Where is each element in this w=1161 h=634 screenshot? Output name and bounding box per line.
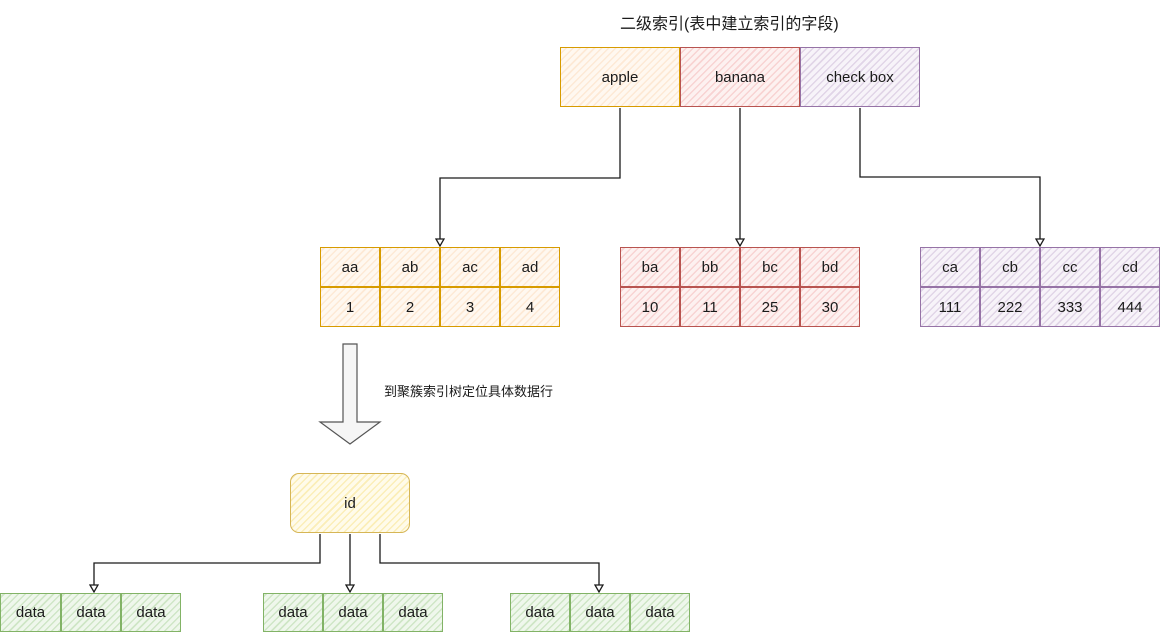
leaf-value: 11 [680, 287, 740, 327]
leaf-key: ab [380, 247, 440, 287]
leaf-value: 111 [920, 287, 980, 327]
root-cell-check-box[interactable]: check box [800, 47, 920, 107]
connector-id-left [94, 534, 321, 592]
leaf-value: 444 [1100, 287, 1160, 327]
diagram-title: 二级索引(表中建立索引的字段) [620, 16, 839, 33]
data-cell: data [121, 593, 181, 632]
cell-label: check box [826, 68, 894, 86]
leaf-key: ba [620, 247, 680, 287]
cluster-id-node[interactable]: id [290, 473, 410, 533]
leaf-key: ad [500, 247, 560, 287]
leaf-value: 1 [320, 287, 380, 327]
root-cell-apple[interactable]: apple [560, 47, 680, 107]
leaf-value: 25 [740, 287, 800, 327]
leaf-value: 333 [1040, 287, 1100, 327]
leaf-table-apple: aa ab ac ad 1 2 3 4 [320, 247, 560, 327]
leaf-key: cd [1100, 247, 1160, 287]
leaf-value: 222 [980, 287, 1040, 327]
cluster-id-label: id [344, 494, 356, 512]
root-cell-banana[interactable]: banana [680, 47, 800, 107]
leaf-value: 4 [500, 287, 560, 327]
cell-label: apple [601, 68, 639, 86]
data-cell: data [263, 593, 323, 632]
leaf-table-banana: ba bb bc bd 10 11 25 30 [620, 247, 860, 327]
data-cell: data [630, 593, 690, 632]
data-cell: data [323, 593, 383, 632]
lookup-note: 到聚簇索引树定位具体数据行 [384, 384, 554, 399]
data-row-1: data data data [0, 593, 181, 632]
secondary-index-root: apple banana check box [560, 47, 920, 107]
data-cell: data [510, 593, 570, 632]
leaf-key: bd [800, 247, 860, 287]
cell-label: banana [714, 68, 766, 86]
leaf-key: ac [440, 247, 500, 287]
leaf-value: 2 [380, 287, 440, 327]
leaf-value: 10 [620, 287, 680, 327]
data-cell: data [383, 593, 443, 632]
leaf-key: cc [1040, 247, 1100, 287]
leaf-value: 30 [800, 287, 860, 327]
data-cell: data [570, 593, 630, 632]
lookup-arrow-icon [318, 343, 382, 445]
data-row-2: data data data [263, 593, 443, 632]
leaf-key: cb [980, 247, 1040, 287]
connector-apple [440, 108, 621, 246]
leaf-key: aa [320, 247, 380, 287]
data-cell: data [0, 593, 61, 632]
data-cell: data [61, 593, 121, 632]
leaf-key: bb [680, 247, 740, 287]
leaf-key: bc [740, 247, 800, 287]
connector-id-right [379, 534, 599, 592]
data-row-3: data data data [510, 593, 690, 632]
leaf-value: 3 [440, 287, 500, 327]
connector-checkbox [859, 108, 1040, 246]
leaf-key: ca [920, 247, 980, 287]
leaf-table-check-box: ca cb cc cd 111 222 333 444 [920, 247, 1160, 327]
